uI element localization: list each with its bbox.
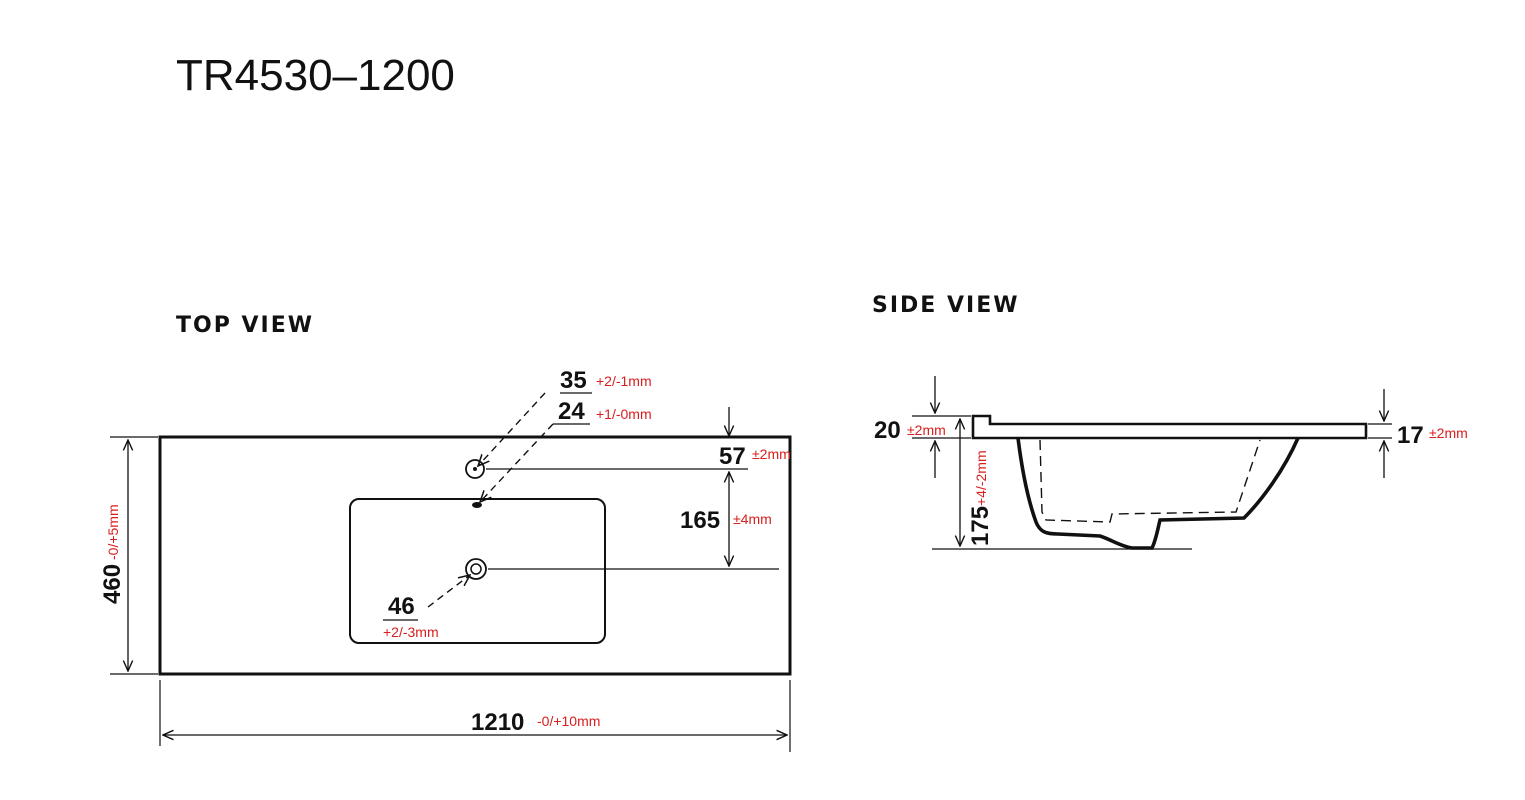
dim-175-tol: +4/-2mm bbox=[973, 450, 989, 506]
tap-hole bbox=[465, 459, 485, 479]
drain-hole bbox=[465, 558, 487, 580]
drain-hole-inner bbox=[470, 563, 482, 575]
dim-460-label: 460 -0/+5mm bbox=[99, 504, 126, 604]
overflow-slot bbox=[472, 502, 482, 508]
dim-57-value: 57 bbox=[719, 443, 746, 470]
dim-165-tol: ±4mm bbox=[733, 511, 772, 527]
dim-35-tol: +2/-1mm bbox=[596, 373, 652, 389]
leader-24 bbox=[480, 423, 554, 502]
leader-35 bbox=[478, 392, 546, 466]
dim-57-tol: ±2mm bbox=[752, 446, 791, 462]
dim-24-value: 24 bbox=[558, 398, 585, 425]
basin-outer-profile bbox=[1016, 437, 1300, 550]
basin-inner-profile bbox=[1039, 439, 1261, 523]
leader-46 bbox=[427, 575, 470, 608]
dim-175-value: 175 bbox=[967, 506, 994, 546]
dim-165-value: 165 bbox=[680, 507, 720, 534]
dim-1210-tol: -0/+10mm bbox=[537, 713, 600, 729]
dim-460-tol: -0/+5mm bbox=[105, 504, 121, 560]
dim-20-value: 20 bbox=[874, 417, 901, 444]
dim-35-value: 35 bbox=[560, 367, 587, 394]
top-view-label: TOP VIEW bbox=[176, 313, 314, 338]
countertop-outline bbox=[158, 435, 792, 676]
dim-460-value: 460 bbox=[99, 564, 126, 604]
dim-46-value: 46 bbox=[388, 593, 415, 620]
dim-24-tol: +1/-0mm bbox=[596, 406, 652, 422]
dim-175-label: 175 +4/-2mm bbox=[967, 450, 994, 546]
drawing-title: TR4530–1200 bbox=[176, 51, 455, 100]
side-view-label: SIDE VIEW bbox=[872, 293, 1020, 318]
top-view: 35 +2/-1mm 24 +1/-0mm 57 ±2mm 165 ±4mm 4… bbox=[99, 367, 792, 752]
dim-20-tol: ±2mm bbox=[907, 422, 946, 438]
basin-outline bbox=[349, 498, 606, 644]
dim-17-value: 17 bbox=[1397, 422, 1424, 449]
tap-hole-center bbox=[473, 467, 477, 471]
side-view: 20 ±2mm 17 ±2mm 175 +4/-2mm bbox=[874, 376, 1468, 550]
side-slab-outline bbox=[971, 414, 1368, 440]
dim-17-tol: ±2mm bbox=[1429, 425, 1468, 441]
dim-46-tol: +2/-3mm bbox=[383, 624, 439, 640]
dim-1210-value: 1210 bbox=[471, 709, 524, 736]
